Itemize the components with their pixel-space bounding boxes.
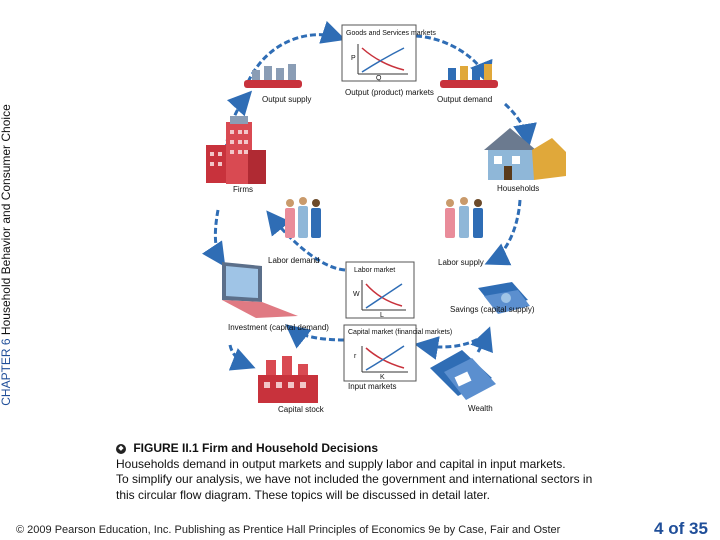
factory-icon: [258, 356, 318, 403]
capital-r-label: r: [354, 353, 357, 360]
output-supply-conveyor: [244, 64, 302, 88]
page-current: 4: [654, 519, 664, 538]
laptop-icon: [222, 262, 298, 318]
goods-p-label: P: [351, 55, 356, 62]
caption-line-1: Households demand in output markets and …: [116, 456, 566, 471]
capital-supply-curve: [365, 345, 405, 371]
households-label: Households: [497, 184, 539, 193]
labor-w-label: W: [353, 291, 360, 298]
footer: © 2009 Pearson Education, Inc. Publishin…: [16, 524, 560, 536]
savings-money-icon: [478, 282, 530, 314]
labor-market-box: Labor market W L: [345, 261, 415, 319]
labor-demand-label: Labor demand: [268, 256, 320, 265]
firms-building-icon: [206, 116, 266, 184]
labor-supply-label: Labor supply: [438, 258, 484, 267]
capital-k-label: K: [380, 374, 385, 381]
page-total: 35: [688, 519, 708, 538]
figure-icon: ◆: [116, 443, 126, 454]
arrow-savings: [414, 333, 486, 360]
goods-demand-curve: [361, 47, 405, 71]
figure-caption: ◆ FIGURE II.1 Firm and Household Decisio…: [116, 441, 656, 503]
input-markets-label: Input markets: [348, 382, 396, 391]
arrow-wealth-up: [470, 326, 493, 354]
goods-market-box: Goods and Services markets P Q: [341, 24, 436, 82]
output-supply-label: Output supply: [262, 95, 311, 104]
capital-market-box: Capital market (financial markets) r K: [343, 324, 452, 382]
workers-right-icon: [445, 197, 483, 238]
caption-line-2: To simplify our analysis, we have not in…: [116, 472, 593, 486]
arrow-households-labor: [484, 199, 522, 266]
arrow-output-supply: [246, 20, 346, 83]
figure-label: FIGURE II.1: [133, 441, 199, 455]
book-title: Principles of Economics 9e by Case, Fair…: [308, 524, 561, 536]
arrow-capital-stock: [228, 344, 256, 371]
labor-market-title: Labor market: [354, 267, 395, 274]
circular-flow-diagram: Goods and Services markets P Q Output (p…: [202, 20, 566, 414]
caption-line-3: this circular flow diagram. These topics…: [116, 487, 490, 502]
households-house-icon: [484, 128, 566, 180]
output-demand-label: Output demand: [437, 95, 492, 104]
labor-l-label: L: [380, 312, 384, 319]
savings-label: Savings (capital supply): [450, 305, 535, 314]
investment-label: Investment (capital demand): [228, 323, 329, 332]
output-markets-label: Output (product) markets: [345, 88, 434, 97]
arrow-firms-down: [202, 209, 226, 267]
workers-left-icon: [285, 197, 321, 238]
goods-q-label: Q: [376, 75, 382, 82]
figure-title: Firm and Household Decisions: [202, 441, 379, 455]
arrow-labor-to-firms: [266, 210, 346, 272]
output-demand-conveyor: [440, 64, 498, 88]
copyright: © 2009 Pearson Education, Inc. Publishin…: [16, 524, 306, 536]
figure-line: ◆ FIGURE II.1 Firm and Household Decisio…: [116, 441, 656, 457]
wealth-documents-icon: [430, 350, 496, 400]
arrow-investment: [285, 324, 345, 349]
wealth-label: Wealth: [468, 404, 493, 413]
labor-supply-curve: [365, 283, 403, 309]
arrow-goods-to-households: [503, 102, 537, 148]
firms-label: Firms: [233, 185, 253, 194]
capital-market-title: Capital market (financial markets): [348, 329, 452, 336]
page-number: 4 of 35: [654, 519, 708, 539]
goods-market-title: Goods and Services markets: [346, 30, 436, 37]
capital-stock-label: Capital stock: [278, 405, 325, 414]
goods-supply-curve: [361, 47, 405, 73]
page-of: of: [668, 519, 685, 538]
